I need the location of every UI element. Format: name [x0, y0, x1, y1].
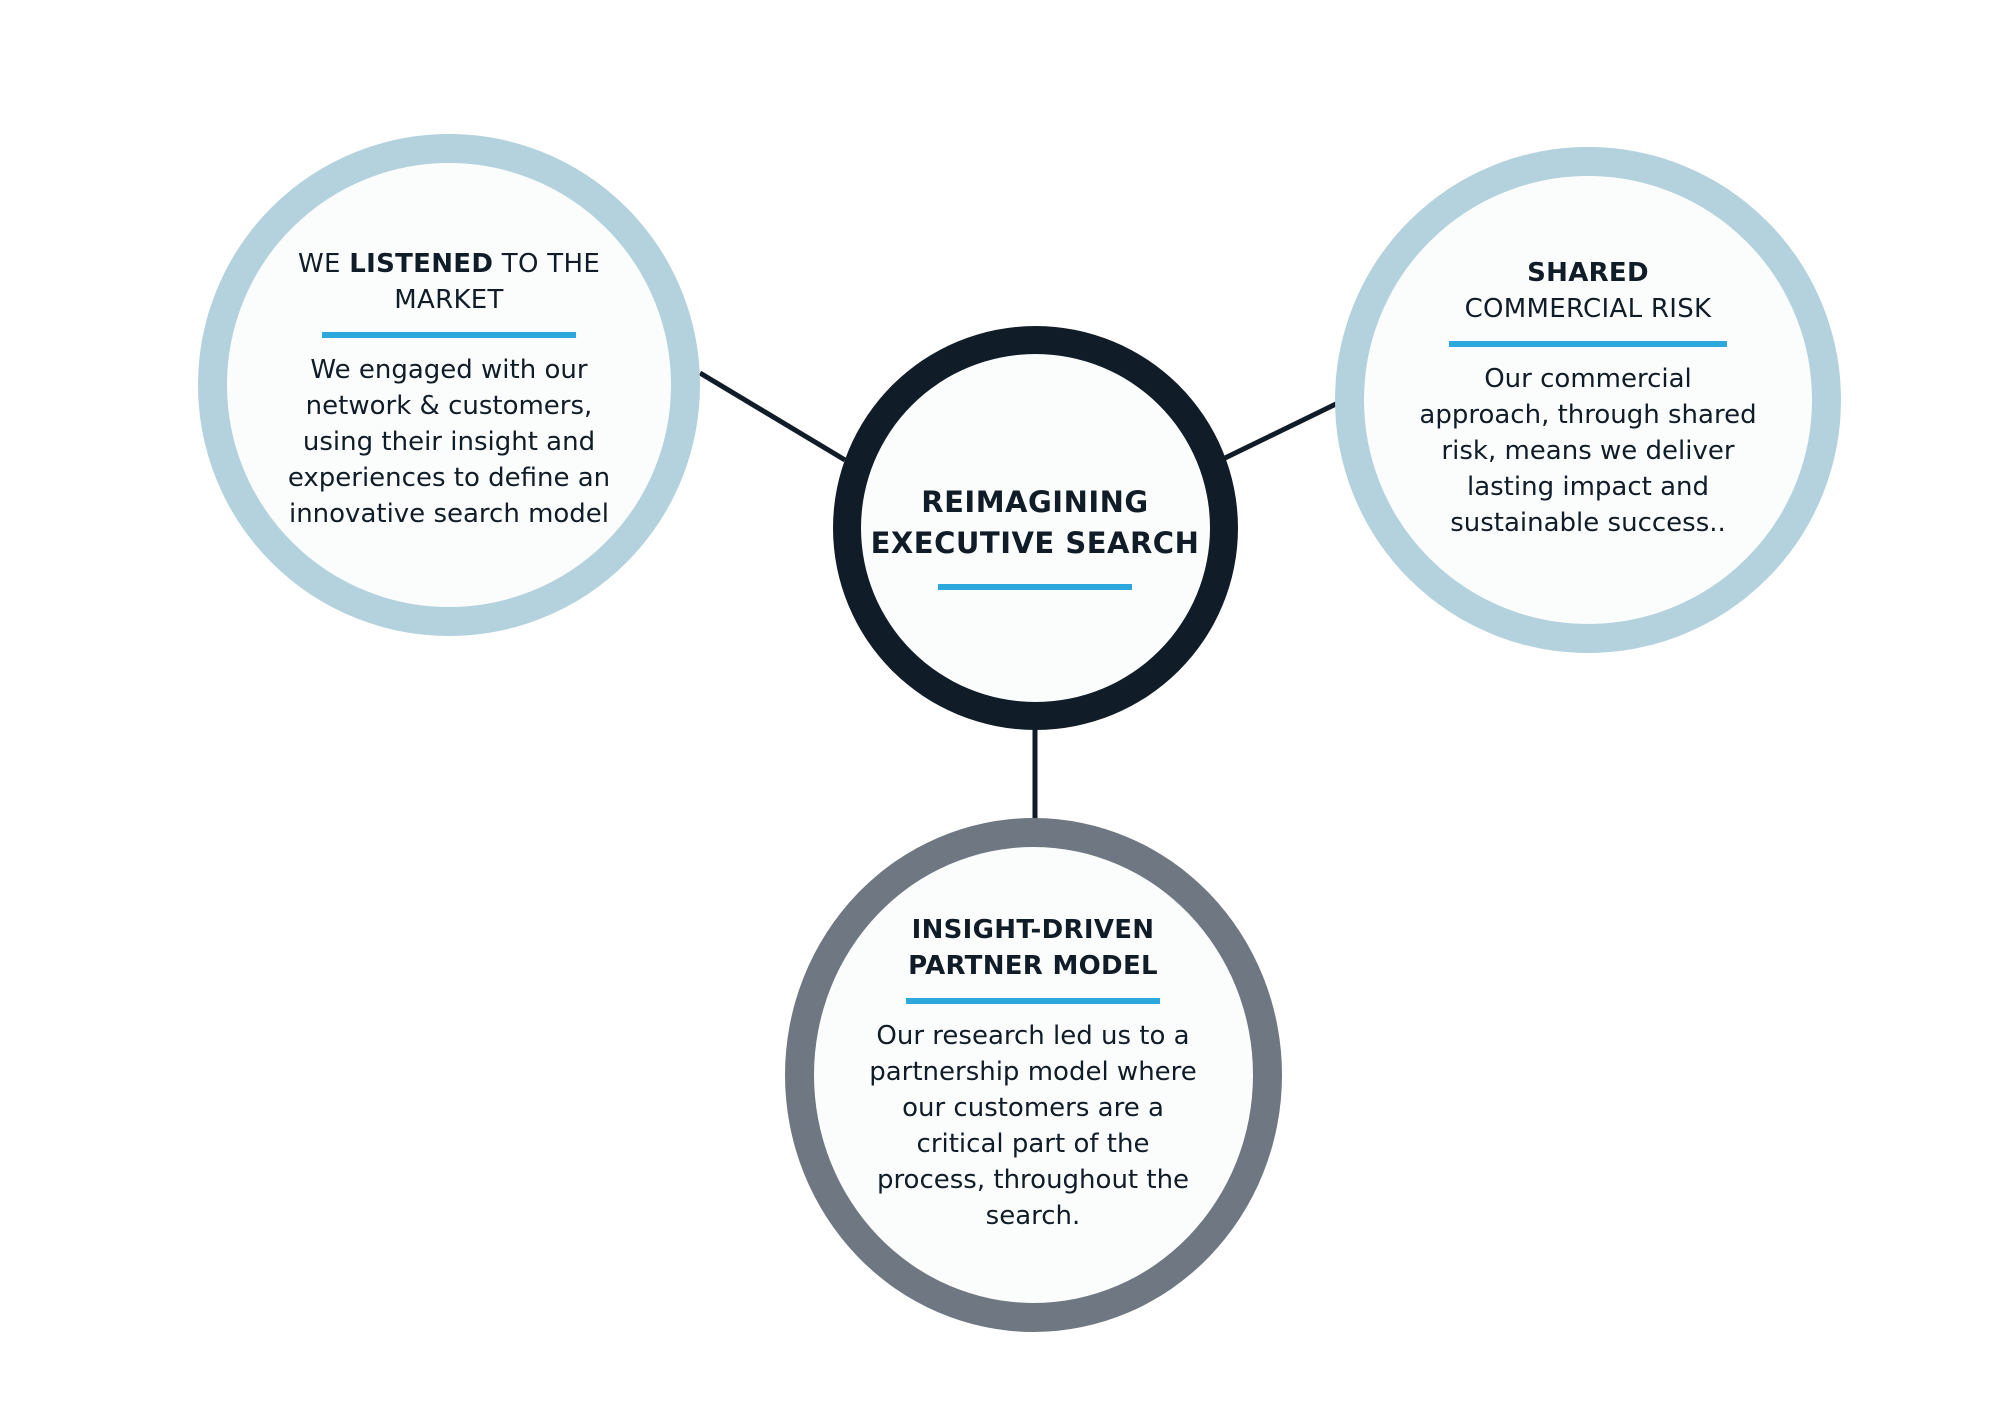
center-title-line1: REIMAGINING	[921, 485, 1149, 519]
body-line: network & customers,	[305, 391, 593, 421]
listened-market-body: We engaged with our network & customers,…	[270, 352, 628, 532]
body-line: using their insight and	[302, 427, 596, 457]
partner-model-title: INSIGHT-DRIVEN PARTNER MODEL	[858, 912, 1208, 984]
title-line2: PARTNER MODEL	[908, 951, 1158, 981]
listened-market-content: WE LISTENED TO THE MARKET We engaged wit…	[270, 246, 628, 532]
partner-model-content: INSIGHT-DRIVEN PARTNER MODEL Our researc…	[858, 912, 1208, 1234]
body-line: innovative search model	[288, 499, 610, 529]
title-post: TO THE	[493, 249, 601, 279]
accent-bar	[938, 584, 1132, 590]
shared-risk-content: SHARED COMMERCIAL RISK Our commercial ap…	[1408, 255, 1768, 541]
shared-risk-circle	[1335, 147, 1841, 653]
body-line: We engaged with our	[310, 355, 588, 385]
shared-risk-body: Our commercial approach, through shared …	[1408, 361, 1768, 541]
center-title: REIMAGINING EXECUTIVE SEARCH	[870, 482, 1200, 564]
title-line2: COMMERCIAL RISK	[1464, 294, 1712, 324]
body-line: Our commercial	[1484, 364, 1692, 394]
body-line: Our research led us to a	[876, 1021, 1190, 1051]
connector-right	[1223, 400, 1340, 461]
listened-market-title: WE LISTENED TO THE MARKET	[270, 246, 628, 318]
title-line2: MARKET	[394, 285, 504, 315]
shared-risk-title: SHARED COMMERCIAL RISK	[1408, 255, 1768, 327]
body-line: experiences to define an	[287, 463, 611, 493]
connector-left	[698, 370, 847, 463]
accent-bar	[906, 998, 1160, 1004]
body-line: sustainable success..	[1450, 508, 1726, 538]
body-line: partnership model where	[869, 1057, 1197, 1087]
center-title-line2: EXECUTIVE SEARCH	[870, 526, 1200, 560]
partner-model-body: Our research led us to a partnership mod…	[858, 1018, 1208, 1234]
reimagining-search-content: REIMAGINING EXECUTIVE SEARCH	[870, 482, 1200, 604]
title-line1: SHARED	[1527, 258, 1649, 288]
body-line: search.	[985, 1201, 1081, 1231]
body-line: critical part of the	[916, 1129, 1150, 1159]
body-line: our customers are a	[902, 1093, 1164, 1123]
title-line1: INSIGHT-DRIVEN	[911, 915, 1155, 945]
body-line: approach, through shared	[1419, 400, 1757, 430]
title-pre: WE	[297, 249, 350, 279]
body-line: lasting impact and	[1466, 472, 1710, 502]
body-line: process, throughout the	[876, 1165, 1190, 1195]
title-bold: LISTENED	[349, 249, 494, 279]
accent-bar	[1449, 341, 1727, 347]
accent-bar	[322, 332, 576, 338]
body-line: risk, means we deliver	[1441, 436, 1735, 466]
